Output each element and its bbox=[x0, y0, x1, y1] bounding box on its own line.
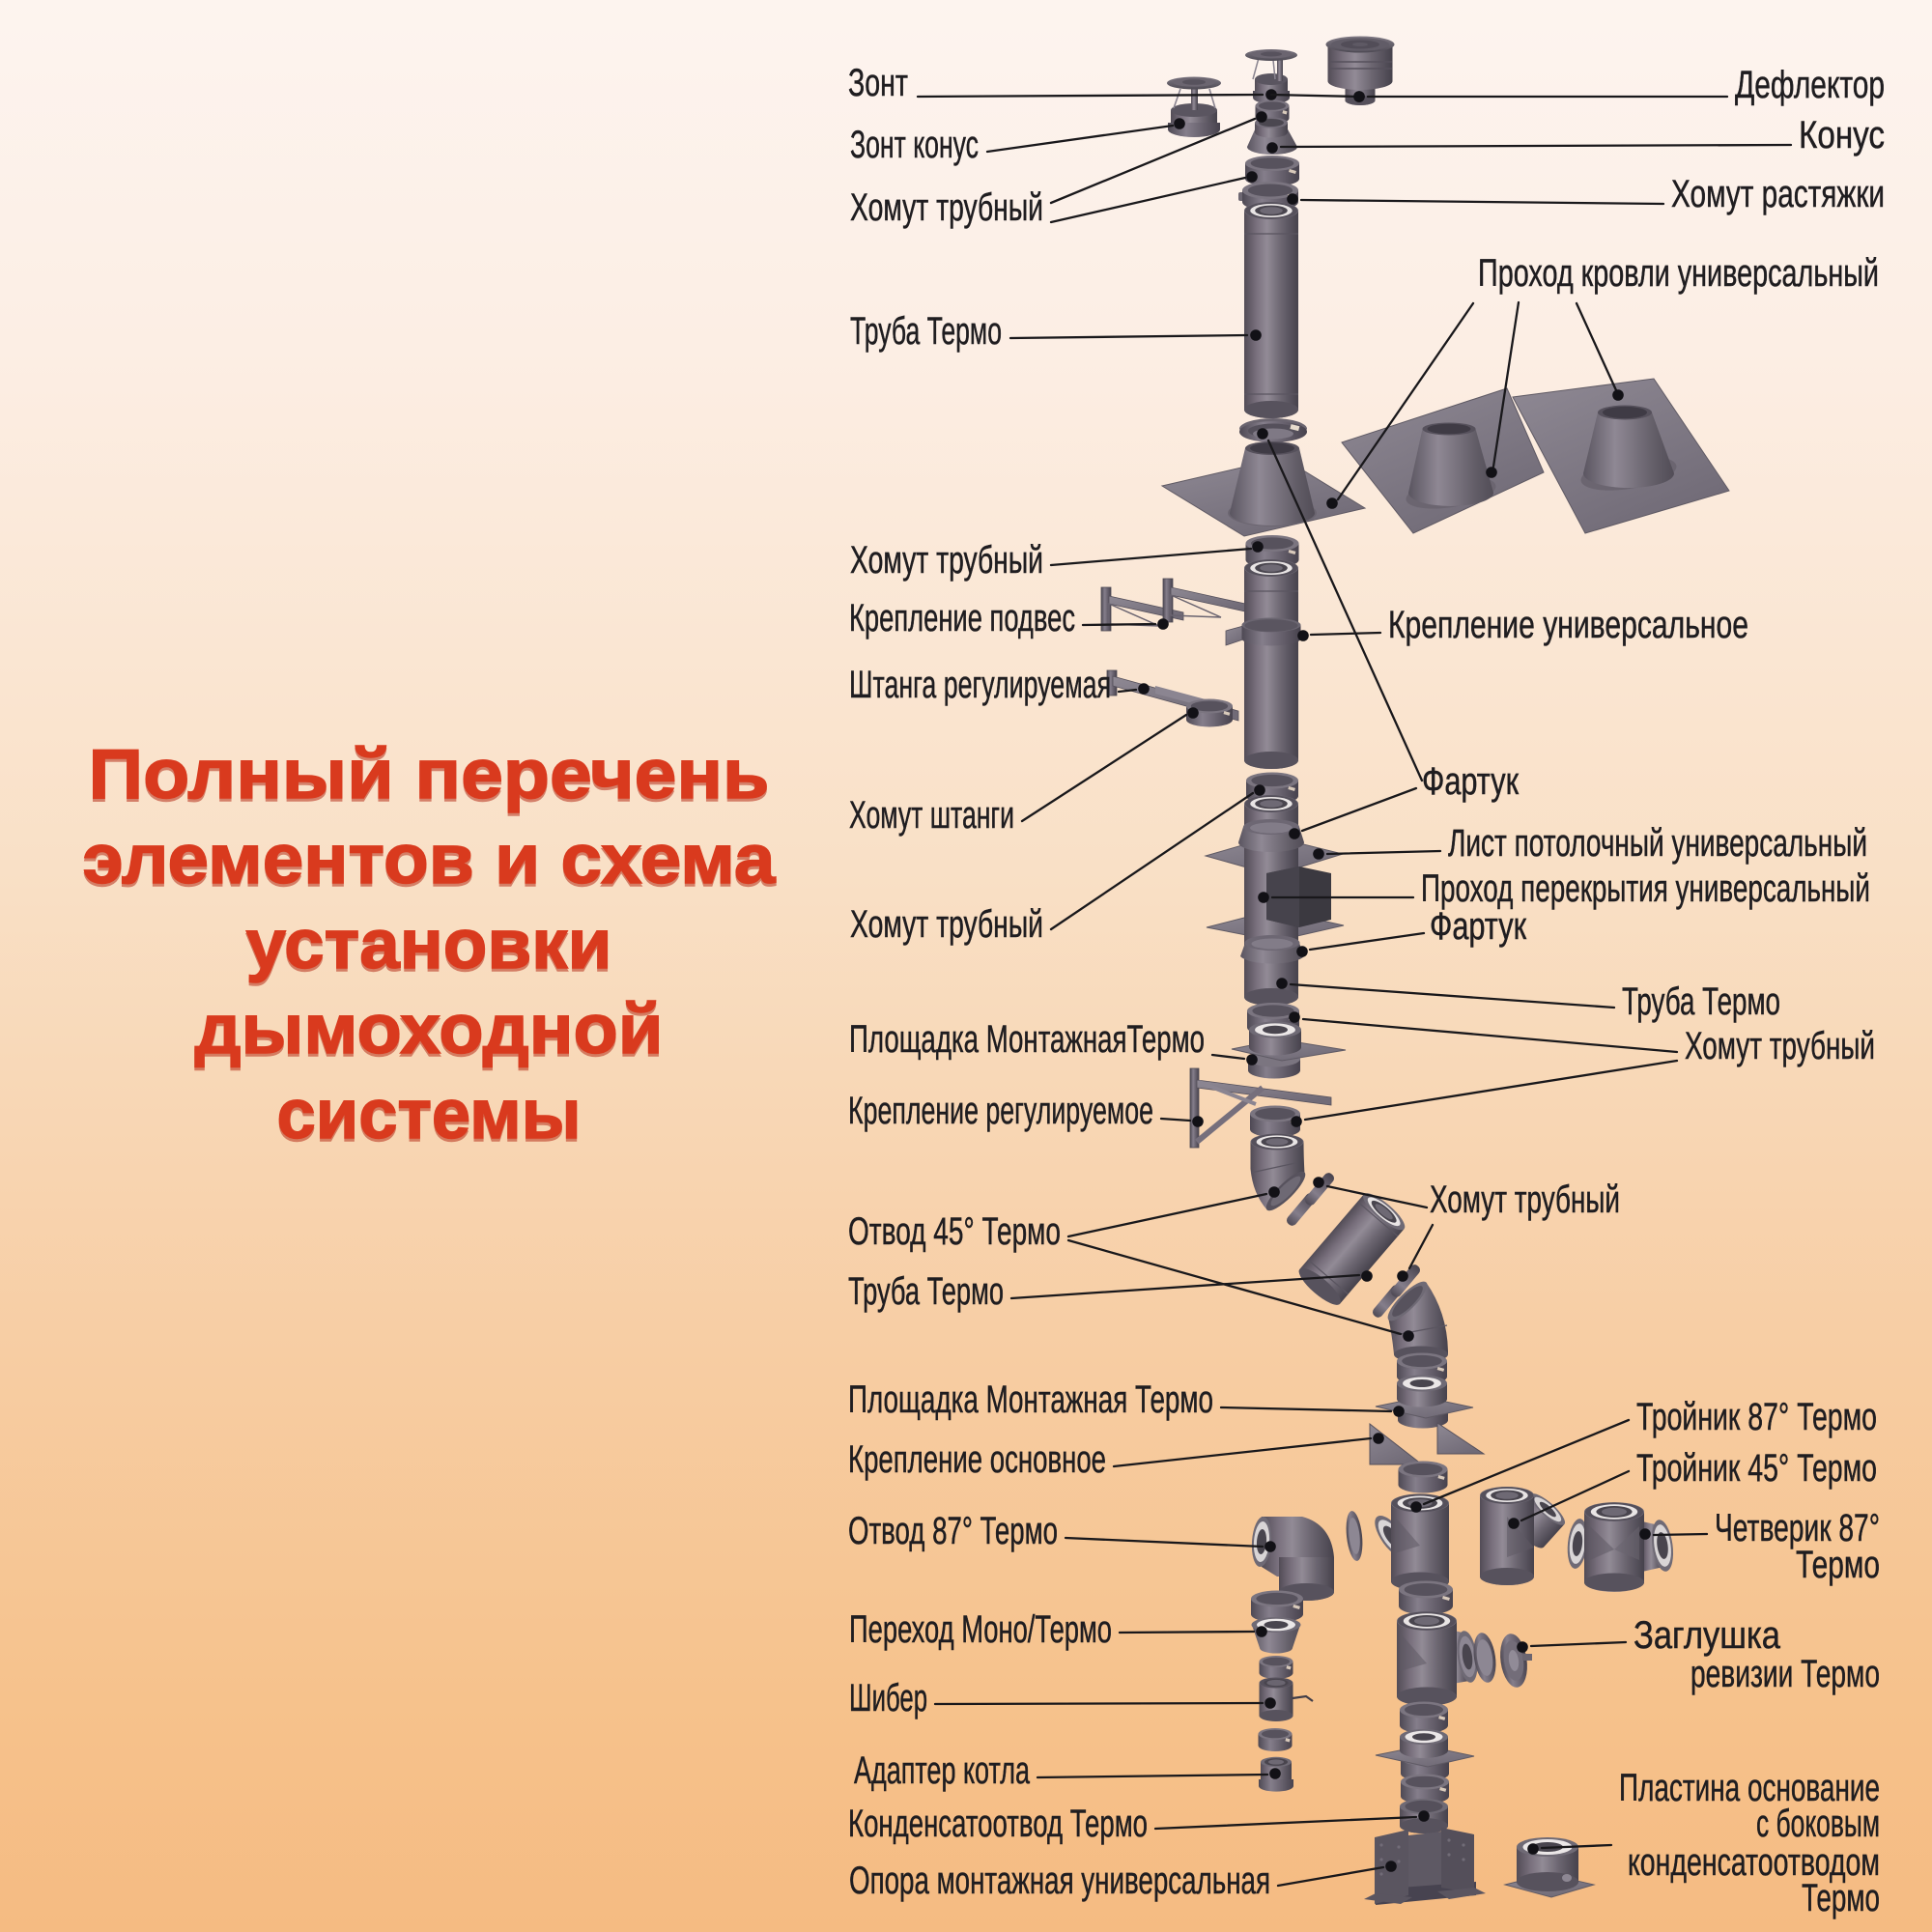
svg-text:с боковым: с боковым bbox=[1756, 1803, 1880, 1845]
svg-text:Фартук: Фартук bbox=[1422, 760, 1519, 803]
svg-text:элементов и схема: элементов и схема bbox=[83, 821, 777, 898]
svg-text:Крепление регулируемое: Крепление регулируемое bbox=[848, 1090, 1153, 1132]
svg-text:Шибер: Шибер bbox=[849, 1677, 927, 1719]
svg-text:Полный перечень: Полный перечень bbox=[89, 739, 770, 816]
svg-text:Хомут трубный: Хомут трубный bbox=[1430, 1179, 1620, 1221]
svg-text:Дефлектор: Дефлектор bbox=[1735, 64, 1885, 106]
svg-text:установки: установки bbox=[246, 909, 612, 986]
svg-text:Конус: Конус bbox=[1799, 114, 1885, 156]
svg-text:Хомут трубный: Хомут трубный bbox=[1685, 1025, 1875, 1067]
svg-text:Крепление универсальное: Крепление универсальное bbox=[1388, 604, 1748, 646]
svg-text:Хомут трубный: Хомут трубный bbox=[850, 903, 1043, 946]
svg-text:Хомут трубный: Хомут трубный bbox=[850, 539, 1043, 582]
svg-text:Крепление основное: Крепление основное bbox=[848, 1438, 1106, 1481]
svg-text:Фартук: Фартук bbox=[1430, 905, 1526, 948]
svg-text:Хомут растяжки: Хомут растяжки bbox=[1671, 173, 1885, 215]
svg-text:Термо: Термо bbox=[1796, 1544, 1880, 1586]
svg-text:Тройник 87° Термо: Тройник 87° Термо bbox=[1636, 1396, 1877, 1438]
svg-text:конденсатоотводом: конденсатоотводом bbox=[1628, 1841, 1880, 1884]
svg-text:Проход перекрытия универсальны: Проход перекрытия универсальный bbox=[1421, 867, 1870, 910]
svg-text:Площадка Монтажная Термо: Площадка Монтажная Термо bbox=[848, 1378, 1213, 1421]
svg-text:Лист потолочный универсальный: Лист потолочный универсальный bbox=[1448, 822, 1867, 865]
svg-text:Труба Термо: Труба Термо bbox=[850, 310, 1002, 353]
svg-text:Зонт: Зонт bbox=[848, 62, 908, 104]
svg-text:Пластина основание: Пластина основание bbox=[1619, 1767, 1880, 1809]
svg-text:Полный перечень: Полный перечень bbox=[89, 736, 770, 813]
svg-text:Отвод 87° Термо: Отвод 87° Термо bbox=[848, 1510, 1058, 1552]
svg-text:дымоходной: дымоходной bbox=[195, 991, 664, 1068]
svg-text:элементов и схема: элементов и схема bbox=[83, 824, 777, 901]
svg-text:Адаптер котла: Адаптер котла bbox=[854, 1749, 1031, 1792]
svg-text:Четверик 87°: Четверик 87° bbox=[1715, 1507, 1880, 1549]
svg-text:Переход Моно/Термо: Переход Моно/Термо bbox=[849, 1608, 1112, 1651]
svg-text:Отвод 45° Термо: Отвод 45° Термо bbox=[848, 1210, 1061, 1253]
svg-text:Зонт конус: Зонт конус bbox=[850, 124, 979, 166]
svg-text:Площадка МонтажнаяТермо: Площадка МонтажнаяТермо bbox=[849, 1018, 1205, 1061]
svg-text:Проход кровли универсальный: Проход кровли универсальный bbox=[1478, 252, 1879, 295]
svg-text:Штанга регулируемая: Штанга регулируемая bbox=[849, 664, 1111, 706]
svg-text:Крепление подвес: Крепление подвес bbox=[849, 597, 1075, 639]
svg-text:Хомут трубный: Хомут трубный bbox=[850, 186, 1043, 229]
svg-text:дымоходной: дымоходной bbox=[195, 994, 664, 1071]
svg-text:Заглушка: Заглушка bbox=[1634, 1614, 1781, 1657]
svg-text:ревизии Термо: ревизии Термо bbox=[1690, 1653, 1880, 1695]
svg-text:установки: установки bbox=[246, 906, 612, 983]
svg-text:Конденсатоотвод Термо: Конденсатоотвод Термо bbox=[848, 1803, 1148, 1845]
svg-text:Труба Термо: Труба Термо bbox=[1622, 980, 1780, 1023]
svg-text:Хомут штанги: Хомут штанги bbox=[849, 794, 1014, 837]
svg-text:Тройник 45° Термо: Тройник 45° Термо bbox=[1636, 1447, 1877, 1490]
svg-text:Термо: Термо bbox=[1802, 1877, 1880, 1919]
svg-text:системы: системы bbox=[277, 1076, 582, 1153]
svg-text:Труба Термо: Труба Термо bbox=[848, 1270, 1004, 1313]
svg-text:Опора монтажная универсальная: Опора монтажная универсальная bbox=[849, 1860, 1270, 1902]
svg-text:системы: системы bbox=[277, 1079, 582, 1156]
